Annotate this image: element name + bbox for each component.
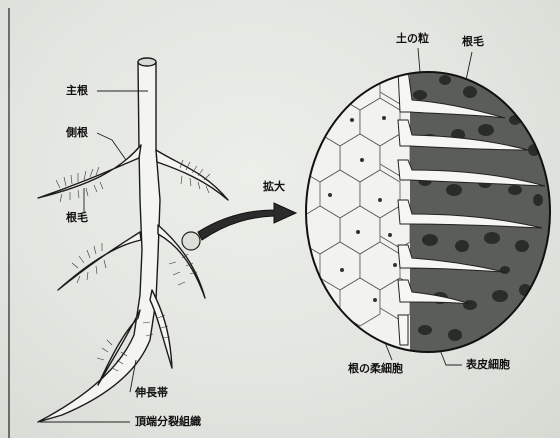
label-root-hair-left: 根毛 [66, 212, 88, 224]
magnify-spot [182, 232, 200, 250]
label-main-root: 主根 [66, 85, 88, 97]
label-root-parenchyma: 根の柔細胞 [348, 363, 403, 375]
label-elongation-zone: 伸長帯 [135, 387, 168, 399]
label-lateral-root: 側根 [66, 127, 88, 139]
label-soil-particle: 土の粒 [396, 33, 429, 45]
main-root [38, 62, 160, 422]
label-apical-meristem: 頂端分裂組織 [135, 416, 201, 428]
main-root-top [138, 58, 156, 66]
magnify-arrow [198, 203, 296, 240]
lateral-root-upper-left [38, 145, 141, 198]
lateral-root-upper-right [156, 150, 228, 200]
label-epidermal-cell: 表皮細胞 [466, 359, 510, 371]
label-magnify: 拡大 [263, 181, 285, 193]
lateral-root-lower-right [150, 290, 172, 368]
label-root-hair-right: 根毛 [462, 36, 484, 48]
lateral-root-middle-left [58, 232, 141, 290]
magnified-section [300, 60, 560, 370]
